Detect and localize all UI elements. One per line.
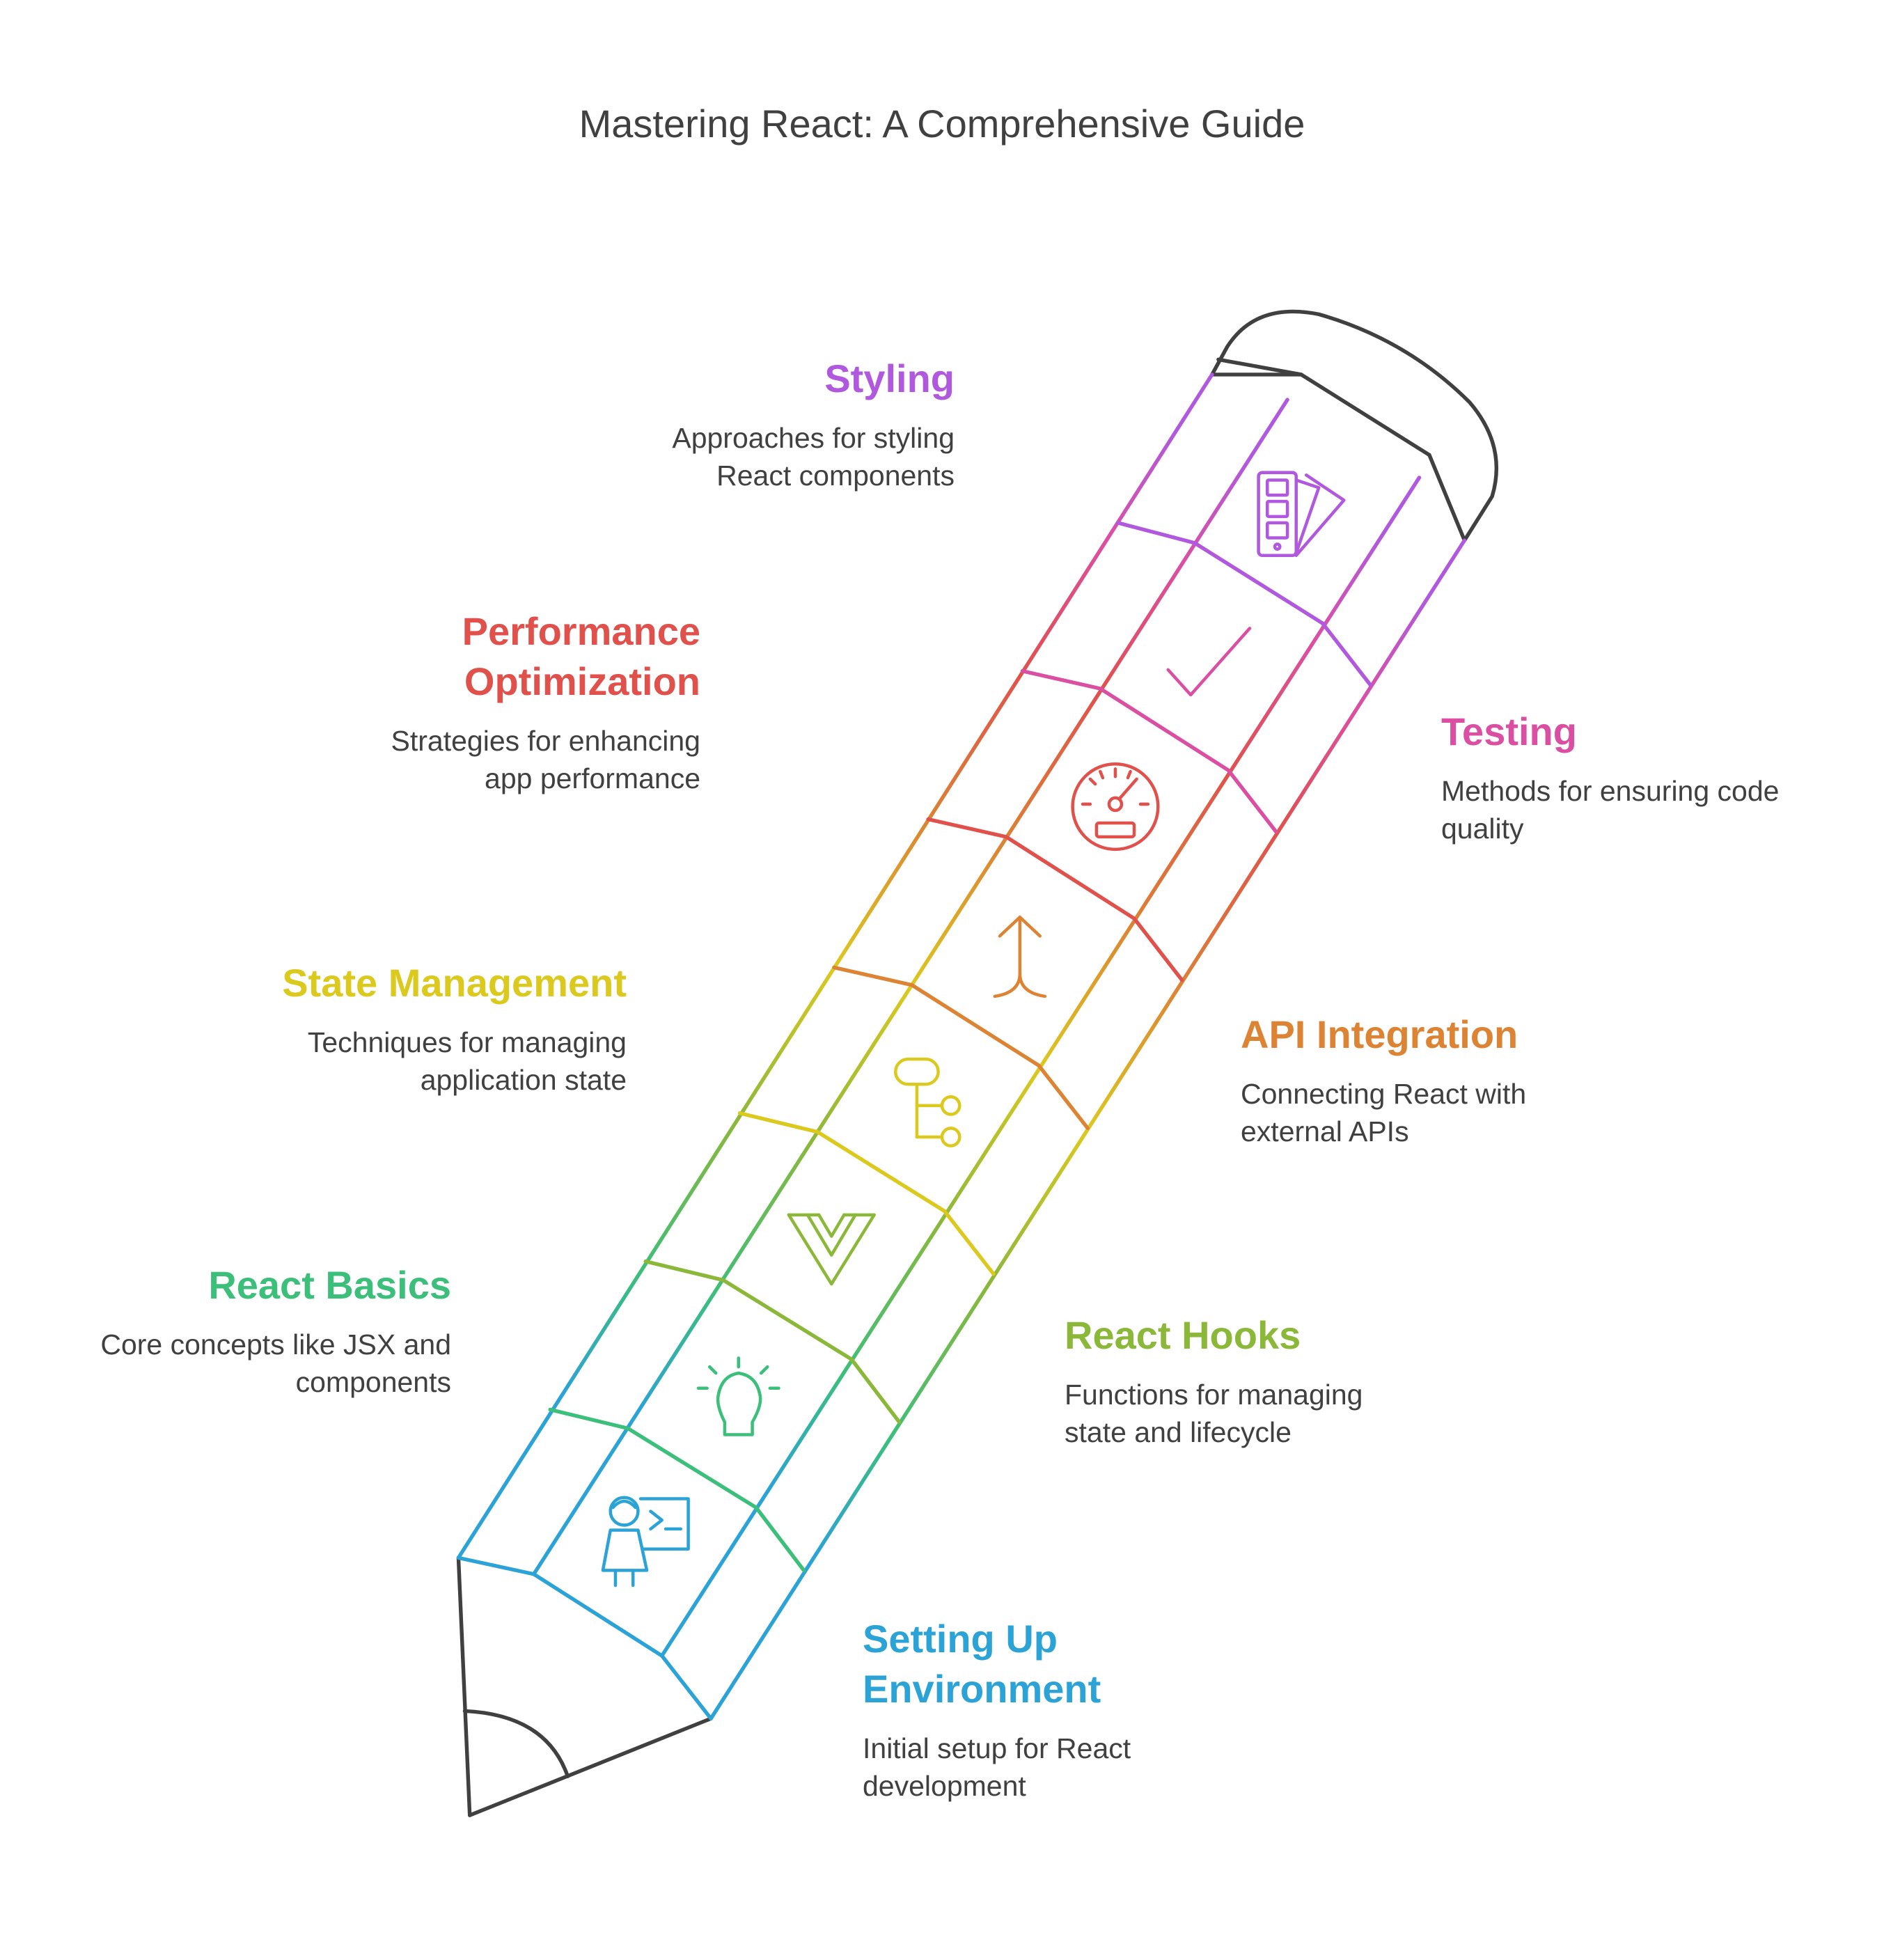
label-styling: Styling Approaches for styling React com…: [672, 354, 955, 494]
merge-arrow-icon: [993, 916, 1047, 998]
heading-performance-line2: Optimization: [464, 659, 700, 703]
label-performance: Performance Optimization Strategies for …: [391, 606, 700, 797]
desc-state: Techniques for managing application stat…: [307, 1026, 627, 1096]
heading-testing: Testing: [1441, 709, 1577, 753]
desc-performance: Strategies for enhancing app performance: [391, 725, 700, 794]
lightbulb-icon: [696, 1356, 780, 1436]
divider-performance-testing: [1020, 669, 1278, 834]
label-basics: React Basics Core concepts like JSX and …: [100, 1260, 451, 1401]
heading-styling: Styling: [824, 356, 955, 400]
pencil-tip: [456, 1555, 713, 1817]
speedometer-icon: [1071, 762, 1160, 852]
desc-basics: Core concepts like JSX and components: [100, 1328, 451, 1398]
desc-styling: Approaches for styling React components: [672, 422, 955, 492]
divider-setup-basics: [548, 1407, 806, 1573]
desc-setup: Initial setup for React development: [863, 1732, 1131, 1802]
developer-terminal-icon: [601, 1496, 690, 1587]
divider-setup-bottom: [456, 1555, 713, 1720]
heading-hooks: React Hooks: [1065, 1313, 1301, 1357]
divider-api-performance: [926, 817, 1184, 982]
divider-hooks-state: [737, 1111, 996, 1276]
color-swatch-icon: [1257, 471, 1346, 558]
divider-state-api: [832, 965, 1090, 1131]
pencil-eraser: [1210, 309, 1499, 542]
vue-logo-icon: [787, 1213, 876, 1286]
desc-hooks: Functions for managing state and lifecyc…: [1065, 1379, 1363, 1448]
desc-api: Connecting React with external APIs: [1241, 1078, 1527, 1147]
divider-basics-hooks: [643, 1259, 902, 1425]
heading-state: State Management: [282, 961, 627, 1005]
page-title: Mastering React: A Comprehensive Guide: [579, 102, 1305, 146]
heading-api: API Integration: [1241, 1012, 1518, 1056]
heading-setup-line1: Setting Up: [863, 1617, 1058, 1661]
heading-basics: React Basics: [208, 1263, 451, 1307]
divider-testing-styling: [1115, 521, 1372, 687]
label-setup: Setting Up Environment Initial setup for…: [863, 1614, 1131, 1805]
hierarchy-icon: [893, 1057, 961, 1147]
desc-testing: Methods for ensuring code quality: [1441, 775, 1780, 845]
checkmark-icon: [1166, 627, 1252, 697]
heading-setup-line2: Environment: [863, 1667, 1101, 1711]
label-hooks: React Hooks Functions for managing state…: [1065, 1310, 1363, 1451]
segment-dividers: [456, 521, 1372, 1720]
label-api: API Integration Connecting React with ex…: [1241, 1010, 1526, 1150]
label-testing: Testing Methods for ensuring code qualit…: [1441, 707, 1779, 847]
label-state: State Management Techniques for managing…: [282, 958, 627, 1099]
heading-performance-line1: Performance: [462, 609, 700, 653]
